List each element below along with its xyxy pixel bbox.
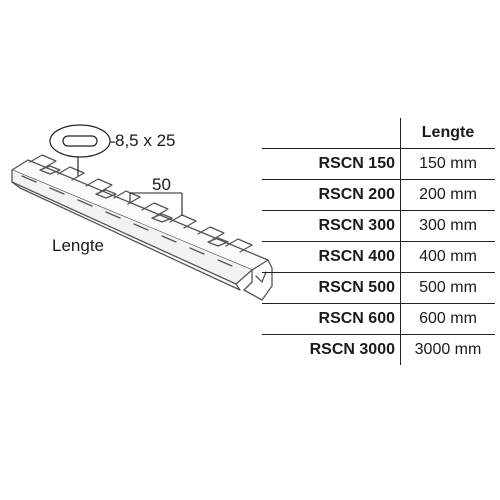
table-row: RSCN 400 400 mm [262, 241, 495, 273]
slot [21, 175, 37, 183]
pitch-label: 50 [152, 175, 171, 194]
table-corner [262, 118, 401, 149]
product-length: 3000 mm [400, 334, 495, 365]
product-length: 150 mm [400, 148, 495, 180]
product-length: 400 mm [400, 241, 495, 273]
product-code: RSCN 600 [262, 303, 401, 335]
table-row: RSCN 200 200 mm [262, 179, 495, 211]
product-code: RSCN 400 [262, 241, 401, 273]
tab [207, 237, 229, 247]
slot-magnifier [49, 124, 111, 158]
pitch-dimension [129, 192, 183, 216]
product-length: 500 mm [400, 272, 495, 304]
slot-shape [62, 135, 98, 147]
rail-lower-edge [11, 181, 241, 291]
length-label: Lengte [52, 236, 104, 255]
rail-front-face [11, 169, 253, 285]
product-length: 200 mm [400, 179, 495, 211]
tab [95, 189, 117, 199]
length-column-header: Lengte [400, 118, 495, 149]
spec-table: Lengte RSCN 150 150 mm RSCN 200 200 mm R… [262, 118, 495, 365]
tab [151, 213, 173, 223]
product-length: 300 mm [400, 210, 495, 242]
table-row: RSCN 600 600 mm [262, 303, 495, 335]
slot [77, 199, 93, 207]
tab [169, 214, 197, 229]
table-row: RSCN 500 500 mm [262, 272, 495, 304]
table-row: RSCN 150 150 mm [262, 148, 495, 180]
slot [217, 259, 233, 267]
slot [161, 235, 177, 243]
product-code: RSCN 3000 [262, 334, 401, 365]
tab [57, 166, 85, 181]
product-code: RSCN 300 [262, 210, 401, 242]
tab [141, 202, 169, 217]
tab [225, 238, 253, 253]
product-code: RSCN 500 [262, 272, 401, 304]
table-header-row: Lengte [262, 118, 495, 149]
product-length: 600 mm [400, 303, 495, 335]
table-row: RSCN 300 300 mm [262, 210, 495, 242]
slot-size-label: 8,5 x 25 [115, 131, 176, 150]
tab [29, 154, 57, 169]
tab [39, 165, 61, 175]
slot [49, 187, 65, 195]
slot [133, 223, 149, 231]
slot-callout [49, 124, 115, 176]
product-code: RSCN 150 [262, 148, 401, 180]
table-row: RSCN 3000 3000 mm [262, 334, 495, 365]
product-code: RSCN 200 [262, 179, 401, 211]
tab [113, 190, 141, 205]
tab [85, 178, 113, 193]
slot [105, 211, 121, 219]
slot [189, 247, 205, 255]
tab [197, 226, 225, 241]
rail-top-face [11, 159, 269, 271]
